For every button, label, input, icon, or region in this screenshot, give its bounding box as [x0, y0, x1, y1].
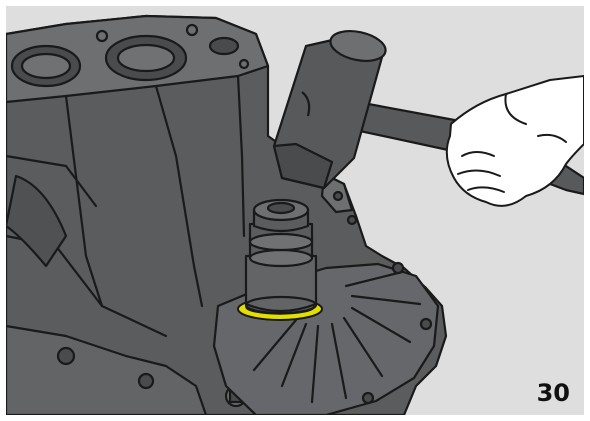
seal-driver-tool-icon: [244, 198, 318, 315]
gearbox-housing-icon: [6, 14, 448, 415]
assembly-illustration: [6, 14, 584, 415]
hand-icon: [445, 75, 584, 207]
illustration-frame: 30: [6, 6, 584, 415]
step-number: 30: [536, 379, 570, 407]
